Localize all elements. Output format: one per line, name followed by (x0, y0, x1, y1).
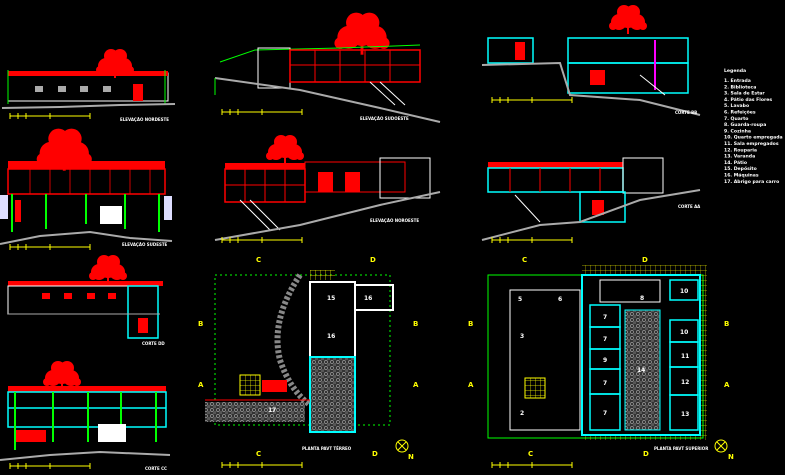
legend-title: Legenda (724, 68, 746, 74)
section-cc: CORTE CC (0, 361, 171, 471)
legend-item: 8. Guarda-roupa (724, 122, 766, 128)
legend-item: 15. Depósito (724, 165, 757, 172)
legend-item: 16. Máquinas (724, 172, 759, 179)
room-number: 6 (558, 296, 562, 303)
legend-item: 4. Pátio das Flores (724, 96, 772, 103)
section-mark-b: B (413, 320, 418, 328)
legend-item: 7. Quarto (724, 116, 748, 122)
drawing-title: PLANTA PAVT SUPERIOR (654, 446, 708, 451)
legend-item: 12. Rouparia (724, 147, 757, 153)
room-number: 3 (520, 333, 524, 340)
room-number: 15 (327, 295, 335, 302)
plan-ground-floor: 15 16 16 17 C D B B A A C D PLANTA PAVT … (198, 256, 419, 469)
room-number: 10 (680, 288, 688, 295)
section-mark-d: D (370, 256, 376, 264)
section-mark-a: A (198, 381, 204, 389)
room-number: 9 (603, 357, 607, 364)
room-number: 12 (681, 379, 689, 386)
elevation-noroeste: ELEVAÇÃO NOROESTE (214, 135, 441, 244)
section-mark-d: D (372, 450, 378, 458)
north-arrow-icon (395, 439, 409, 453)
drawing-title: CORTE CC (145, 466, 167, 471)
elevation-sudeste: ELEVAÇÃO SUDESTE (0, 128, 173, 251)
section-mark-c: C (522, 256, 527, 264)
legend-item: 2. Biblioteca (724, 84, 756, 90)
drawing-title: ELEVAÇÃO NORDESTE (120, 117, 169, 122)
room-number: 7 (603, 380, 607, 387)
room-number: 7 (603, 314, 607, 321)
section-mark-a: A (468, 381, 474, 389)
drawing-title: CORTE DD (142, 341, 165, 346)
section-mark-b: B (724, 320, 729, 328)
legend-item: 3. Sala de Estar (724, 91, 765, 97)
north-arrow-icon (714, 439, 728, 453)
room-number: 2 (520, 410, 524, 417)
room-number: 7 (603, 336, 607, 343)
legend-item: 14. Pátio (724, 159, 747, 166)
section-mark-c: C (528, 450, 533, 458)
drawing-title: CORTE AA (678, 204, 701, 209)
drawing-title: ELEVAÇÃO NOROESTE (370, 218, 419, 223)
section-dd: CORTE DD (7, 255, 165, 346)
legend-item: 17. Abrigo para carro (724, 179, 779, 185)
legend-item: 10. Quarto empregada (724, 135, 783, 141)
north-label: N (408, 453, 414, 461)
room-number: 17 (268, 407, 276, 414)
section-mark-d: D (642, 256, 648, 264)
room-number: 7 (603, 410, 607, 417)
section-aa: CORTE AA (481, 157, 701, 244)
legend-item: 1. Entrada (724, 78, 751, 84)
section-mark-c: C (256, 256, 261, 264)
plan-upper-floor: 5 6 3 2 7 7 8 9 7 7 14 10 10 11 12 13 C … (468, 256, 734, 469)
drawing-title: CORTE BB (675, 110, 697, 115)
section-mark-c: C (256, 450, 261, 458)
room-number: 5 (518, 296, 522, 303)
room-number: 16 (327, 333, 335, 340)
legend-item: 5. Lavabo (724, 103, 749, 109)
legend-item: 6. Refeições (724, 110, 756, 116)
section-bb: CORTE BB (481, 5, 701, 116)
elevation-sudoeste: ELEVAÇÃO SUDOESTE (214, 12, 441, 123)
drawing-title: PLANTA PAVT TÉRREO (302, 446, 352, 451)
room-number: 16 (364, 295, 372, 302)
section-mark-a: A (724, 381, 730, 389)
legend-item: 9. Cozinha (724, 128, 751, 134)
section-mark-b: B (468, 320, 473, 328)
drawing-title: ELEVAÇÃO SUDOESTE (360, 116, 409, 121)
room-number: 8 (640, 295, 644, 302)
legend-item: 13. Varanda (724, 154, 755, 160)
room-number: 14 (637, 367, 645, 374)
elevation-nordeste: ELEVAÇÃO NORDESTE (1, 49, 176, 122)
room-number: 10 (680, 329, 688, 336)
section-mark-b: B (198, 320, 203, 328)
section-mark-d: D (643, 450, 649, 458)
drawing-title: ELEVAÇÃO SUDESTE (122, 242, 168, 247)
section-mark-a: A (413, 381, 419, 389)
room-number: 11 (681, 353, 689, 360)
legend-item: 11. Sala empregados (724, 141, 779, 147)
north-label: N (728, 453, 734, 461)
room-number: 13 (681, 411, 689, 418)
